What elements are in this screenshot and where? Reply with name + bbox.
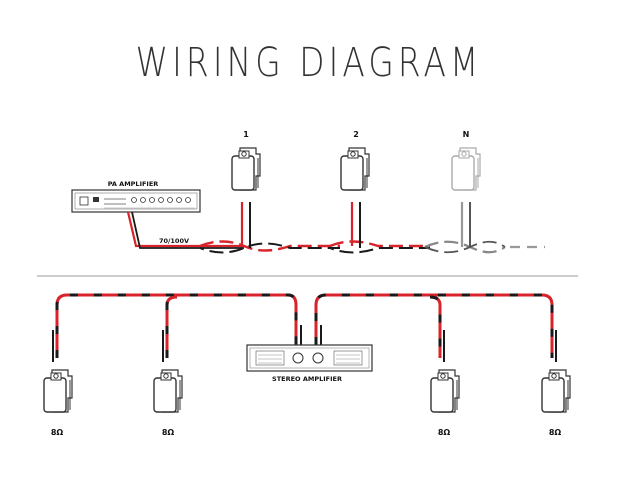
- bottom-speaker-2-impedance: 8Ω: [162, 428, 175, 437]
- bottom-speaker-2: [153, 369, 183, 413]
- bottom-speaker-4: [541, 369, 571, 413]
- top-speaker-2: [340, 147, 370, 191]
- top-speaker-1: [231, 147, 261, 191]
- bottom-speaker-1: [43, 369, 73, 413]
- bottom-speaker-4-impedance: 8Ω: [549, 428, 562, 437]
- line-voltage-label: 70/100V: [159, 237, 189, 245]
- speaker-1-label: 1: [243, 130, 249, 139]
- speaker-n-label: N: [463, 130, 470, 139]
- bottom-speaker-3: [430, 369, 460, 413]
- pa-amplifier-label: PA AMPLIFIER: [108, 180, 159, 188]
- top-speaker-line: [126, 211, 545, 254]
- speaker-2-label: 2: [353, 130, 359, 139]
- bottom-speaker-1-impedance: 8Ω: [51, 428, 64, 437]
- stereo-amplifier-label: STEREO AMPLIFIER: [272, 375, 342, 383]
- page-title: WIRING DIAGRAM: [135, 40, 483, 86]
- bottom-right-wiring: [314, 293, 557, 362]
- bottom-left-wiring: [52, 293, 302, 362]
- bottom-speaker-3-impedance: 8Ω: [438, 428, 451, 437]
- stereo-amplifier: [246, 344, 373, 372]
- pa-amplifier: [71, 189, 201, 213]
- top-speaker-n: [451, 147, 481, 191]
